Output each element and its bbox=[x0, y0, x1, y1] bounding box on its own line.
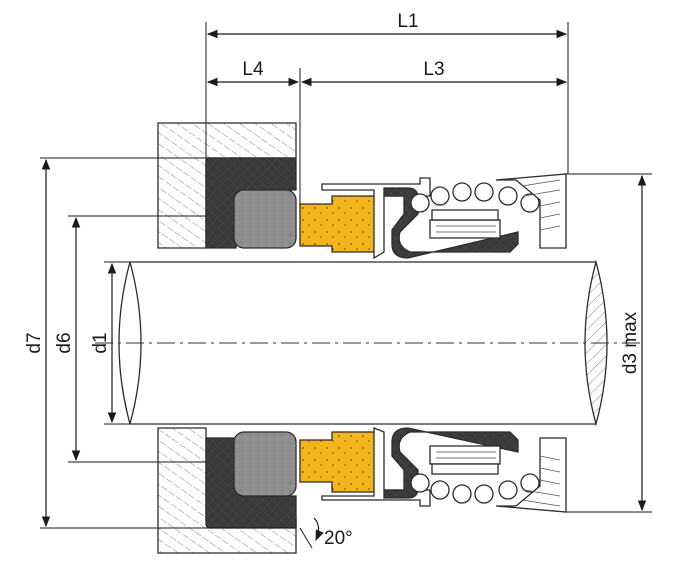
label-L3: L3 bbox=[423, 59, 444, 80]
label-d3: d3 max bbox=[620, 311, 641, 374]
dimension-d6: d6 bbox=[54, 216, 81, 462]
dimension-d1: d1 bbox=[90, 262, 117, 424]
label-L4: L4 bbox=[242, 59, 264, 80]
dimension-angle: 20° bbox=[313, 517, 353, 549]
o-ring-top bbox=[233, 189, 297, 249]
dimension-L1: L1 bbox=[206, 11, 568, 39]
o-ring-bottom bbox=[233, 431, 297, 497]
dimension-L3: L3 bbox=[300, 59, 568, 87]
dimension-L4: L4 bbox=[206, 59, 300, 87]
seat-ring-bottom bbox=[299, 431, 383, 493]
seat-ring-top bbox=[299, 195, 383, 253]
label-L1: L1 bbox=[397, 11, 418, 32]
extension-lines bbox=[40, 22, 652, 549]
spring-bottom bbox=[410, 437, 567, 513]
spring-top bbox=[410, 173, 567, 249]
dimension-d3: d3 max bbox=[620, 174, 647, 512]
label-d1: d1 bbox=[90, 332, 111, 353]
label-d6: d6 bbox=[54, 332, 75, 353]
shaft bbox=[95, 259, 640, 427]
label-d7: d7 bbox=[24, 332, 45, 353]
label-angle: 20° bbox=[324, 528, 353, 549]
dimension-d7: d7 bbox=[24, 158, 51, 528]
